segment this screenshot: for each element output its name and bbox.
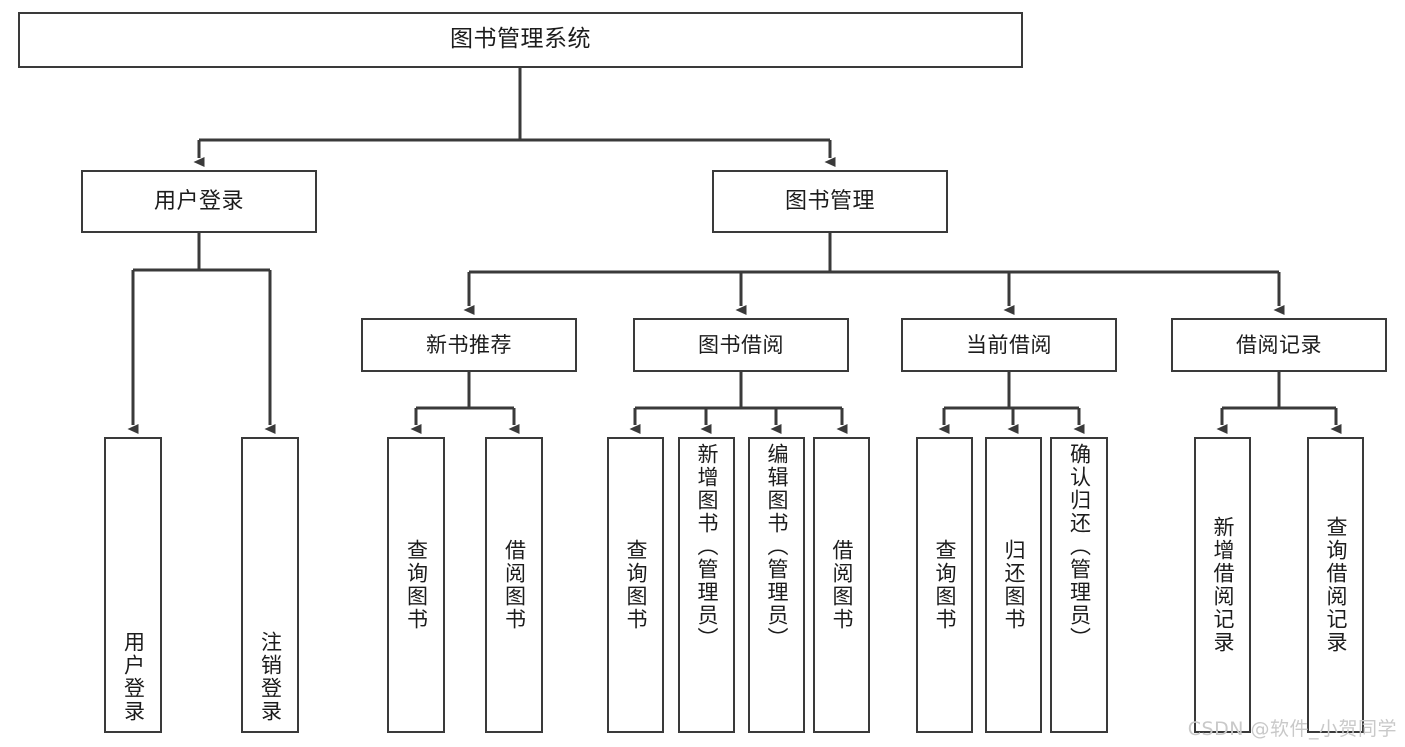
node-leaf-2[interactable]: 注销登录	[241, 437, 299, 733]
node-label: 确认归还（管理员）	[1067, 443, 1092, 650]
node-level3-4[interactable]: 借阅记录	[1171, 318, 1387, 372]
node-label: 查询图书	[933, 539, 957, 631]
node-leaf-12[interactable]: 新增借阅记录	[1194, 437, 1251, 733]
node-label: 编辑图书（管理员）	[765, 443, 789, 650]
node-label: 图书管理	[784, 188, 875, 214]
node-leaf-11[interactable]: 确认归还（管理员）	[1050, 437, 1108, 733]
node-leaf-3[interactable]: 查询图书	[387, 437, 445, 733]
node-label: 借阅记录	[1236, 332, 1322, 357]
node-label: 用户登录	[153, 188, 244, 214]
node-leaf-9[interactable]: 查询图书	[916, 437, 973, 733]
node-level3-2[interactable]: 图书借阅	[633, 318, 849, 372]
node-label: 查询图书	[624, 539, 648, 631]
node-leaf-1[interactable]: 用户登录	[104, 437, 162, 733]
node-label: 新增图书（管理员）	[695, 443, 719, 650]
node-label: 归还图书	[1002, 539, 1026, 631]
node-label: 新书推荐	[426, 332, 512, 357]
node-label: 图书管理系统	[450, 26, 591, 53]
node-label: 用户登录	[121, 631, 146, 723]
node-leaf-6[interactable]: 新增图书（管理员）	[678, 437, 735, 733]
node-leaf-8[interactable]: 借阅图书	[813, 437, 870, 733]
node-leaf-7[interactable]: 编辑图书（管理员）	[748, 437, 805, 733]
node-leaf-5[interactable]: 查询图书	[607, 437, 664, 733]
node-label: 图书借阅	[698, 332, 784, 357]
node-label: 借阅图书	[830, 539, 854, 631]
node-label: 当前借阅	[966, 332, 1052, 357]
node-level2-2[interactable]: 图书管理	[712, 170, 948, 233]
node-label: 注销登录	[258, 631, 283, 723]
node-label: 借阅图书	[502, 539, 527, 631]
node-level3-3[interactable]: 当前借阅	[901, 318, 1117, 372]
node-root-book-management-system[interactable]: 图书管理系统	[18, 12, 1023, 68]
node-leaf-4[interactable]: 借阅图书	[485, 437, 543, 733]
node-leaf-13[interactable]: 查询借阅记录	[1307, 437, 1364, 733]
node-level2-1[interactable]: 用户登录	[81, 170, 317, 233]
csdn-watermark: CSDN @软件_小贺同学	[1187, 718, 1397, 740]
node-label: 查询借阅记录	[1324, 516, 1348, 654]
node-level3-1[interactable]: 新书推荐	[361, 318, 577, 372]
node-leaf-10[interactable]: 归还图书	[985, 437, 1042, 733]
node-label: 新增借阅记录	[1211, 516, 1235, 654]
node-label: 查询图书	[404, 539, 429, 631]
